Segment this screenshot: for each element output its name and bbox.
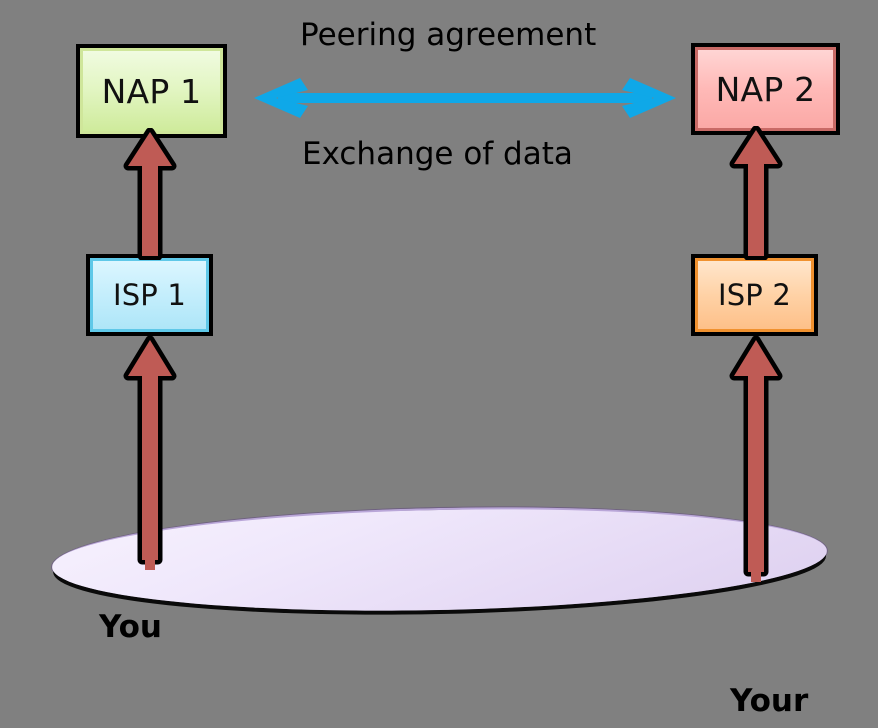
data-arrow-isp2-to-nap2: [729, 126, 783, 260]
node-nap-1-label: NAP 1: [101, 71, 202, 111]
node-isp-2[interactable]: ISP 2: [691, 254, 818, 336]
node-nap-1[interactable]: NAP 1: [76, 44, 227, 138]
node-nap-2[interactable]: NAP 2: [691, 43, 840, 135]
node-isp-1[interactable]: ISP 1: [86, 254, 213, 336]
your-friend-label: Your friend: [730, 615, 835, 728]
data-arrow-isp1-to-nap1: [123, 128, 177, 260]
peering-agreement-label: Peering agreement: [300, 17, 597, 53]
exchange-of-data-label: Exchange of data: [302, 136, 573, 172]
data-arrow-you-to-isp1: [123, 336, 177, 570]
data-arrow-friend-to-isp2: [729, 336, 783, 582]
peering-agreement-arrow-icon: [254, 78, 676, 118]
node-nap-2-label: NAP 2: [715, 69, 816, 109]
node-isp-1-label: ISP 1: [112, 277, 187, 312]
you-label: You: [99, 609, 162, 645]
your-friend-label-line1: Your: [730, 683, 809, 720]
node-isp-2-label: ISP 2: [717, 277, 792, 312]
